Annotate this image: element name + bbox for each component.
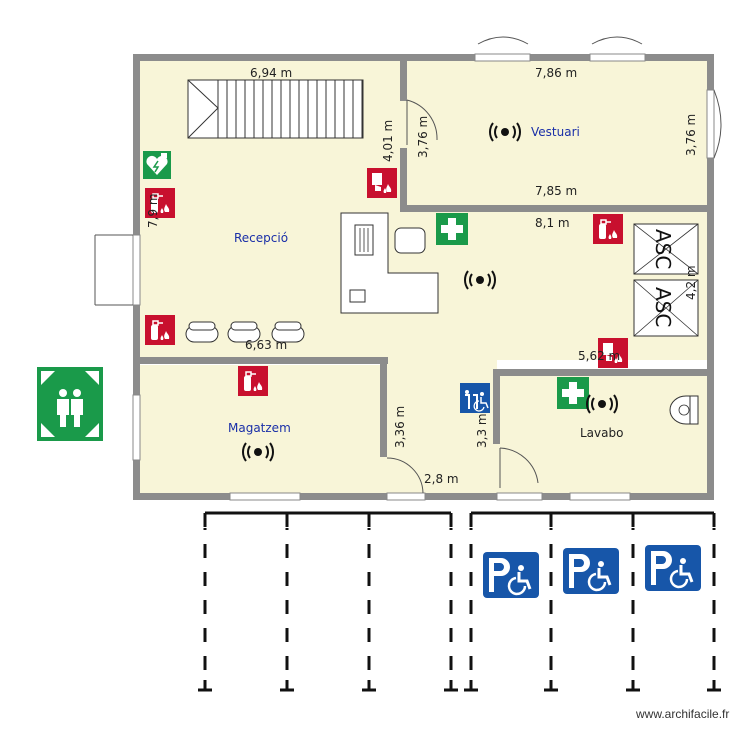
accessible-parking-icon xyxy=(561,546,621,596)
fire-alarm-icon xyxy=(367,168,397,198)
floor-lavabo xyxy=(497,375,707,493)
dim-left-wall: 7,9 m xyxy=(146,193,160,228)
accessible-parking-icon xyxy=(643,543,703,593)
dim-recepcio-bottom: 6,63 m xyxy=(245,338,287,352)
dim-top-left: 6,94 m xyxy=(250,66,292,80)
room-label-vestuari: Vestuari xyxy=(531,125,580,139)
room-label-magatzem: Magatzem xyxy=(228,421,291,435)
accessible-wc-icon xyxy=(460,383,490,413)
dim-stair-right: 4,01 m xyxy=(381,120,395,162)
accessible-parking-icon xyxy=(481,550,541,600)
elevator-label-upper: ASC xyxy=(651,229,675,269)
room-label-lavabo: Lavabo xyxy=(580,426,623,440)
first-aid-icon xyxy=(436,213,468,245)
fire-extinguisher-icon xyxy=(592,213,624,245)
dim-vestuari-bottom: 7,85 m xyxy=(535,184,577,198)
dim-corridor: 8,1 m xyxy=(535,216,570,230)
defibrillator-icon xyxy=(143,151,171,179)
dim-corridor-vertical: 3,3 m xyxy=(475,413,489,448)
first-aid-icon xyxy=(557,377,589,409)
dim-vestuari-top: 7,86 m xyxy=(535,66,577,80)
parking-lines xyxy=(198,511,721,692)
dim-magatzem-right: 3,36 m xyxy=(393,406,407,448)
toilet xyxy=(669,395,699,425)
fire-extinguisher-icon xyxy=(237,365,269,397)
dim-bottom: 2,8 m xyxy=(424,472,459,486)
elevator: ASC ASC xyxy=(633,223,699,337)
fire-extinguisher-icon xyxy=(144,314,176,346)
room-labels: Recepció Vestuari Magatzem Lavabo xyxy=(228,125,623,440)
room-label-recepcio: Recepció xyxy=(234,231,288,245)
staircase xyxy=(187,79,364,139)
floor-corridor xyxy=(385,360,497,493)
openings xyxy=(132,53,715,501)
assembly-point-icon xyxy=(37,367,103,441)
dim-right-wall: 4,2 m xyxy=(684,265,698,300)
door-swings xyxy=(94,36,722,494)
reception-desk xyxy=(340,212,439,314)
watermark: www.archifacile.fr xyxy=(635,707,729,721)
dim-vestuari-left: 3,76 m xyxy=(416,116,430,158)
dimension-labels: 6,94 m 4,01 m 7,9 m 6,63 m 7,86 m 3,76 m… xyxy=(146,66,698,486)
dim-vestuari-right: 3,76 m xyxy=(684,114,698,156)
elevator-label-lower: ASC xyxy=(651,287,675,327)
dim-lavabo-top: 5,62 m xyxy=(578,349,620,363)
